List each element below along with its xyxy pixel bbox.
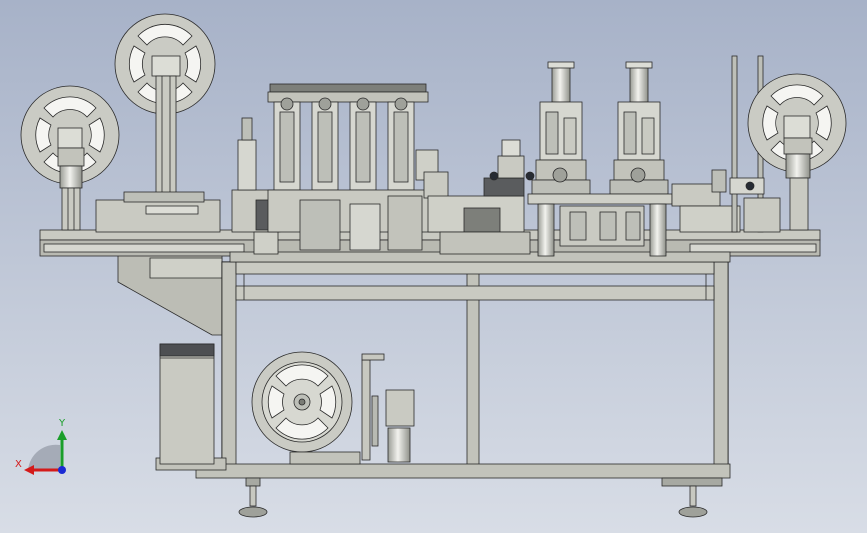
press-base[interactable] bbox=[527, 193, 673, 257]
reel-icon bbox=[251, 351, 353, 453]
unwind-reel-center-assembly[interactable] bbox=[95, 13, 221, 233]
press-head-right[interactable] bbox=[609, 61, 669, 195]
leveling-foot-left[interactable] bbox=[238, 506, 268, 518]
y-axis-label: Y bbox=[58, 418, 66, 429]
waste-reel-assembly[interactable] bbox=[251, 351, 415, 465]
rewind-reel-right-assembly[interactable] bbox=[747, 73, 847, 231]
feed-station[interactable] bbox=[423, 139, 535, 255]
control-cabinet[interactable] bbox=[159, 343, 215, 465]
machine-base-frame[interactable] bbox=[117, 254, 731, 518]
leveling-foot-right[interactable] bbox=[678, 506, 708, 518]
press-head-left[interactable] bbox=[531, 61, 591, 195]
x-axis-label: X bbox=[15, 459, 22, 470]
axis-triad-icon: Y X bbox=[15, 418, 67, 475]
vertical-guide-rack[interactable] bbox=[267, 83, 439, 251]
unwind-reel-left-assembly[interactable] bbox=[20, 85, 120, 231]
